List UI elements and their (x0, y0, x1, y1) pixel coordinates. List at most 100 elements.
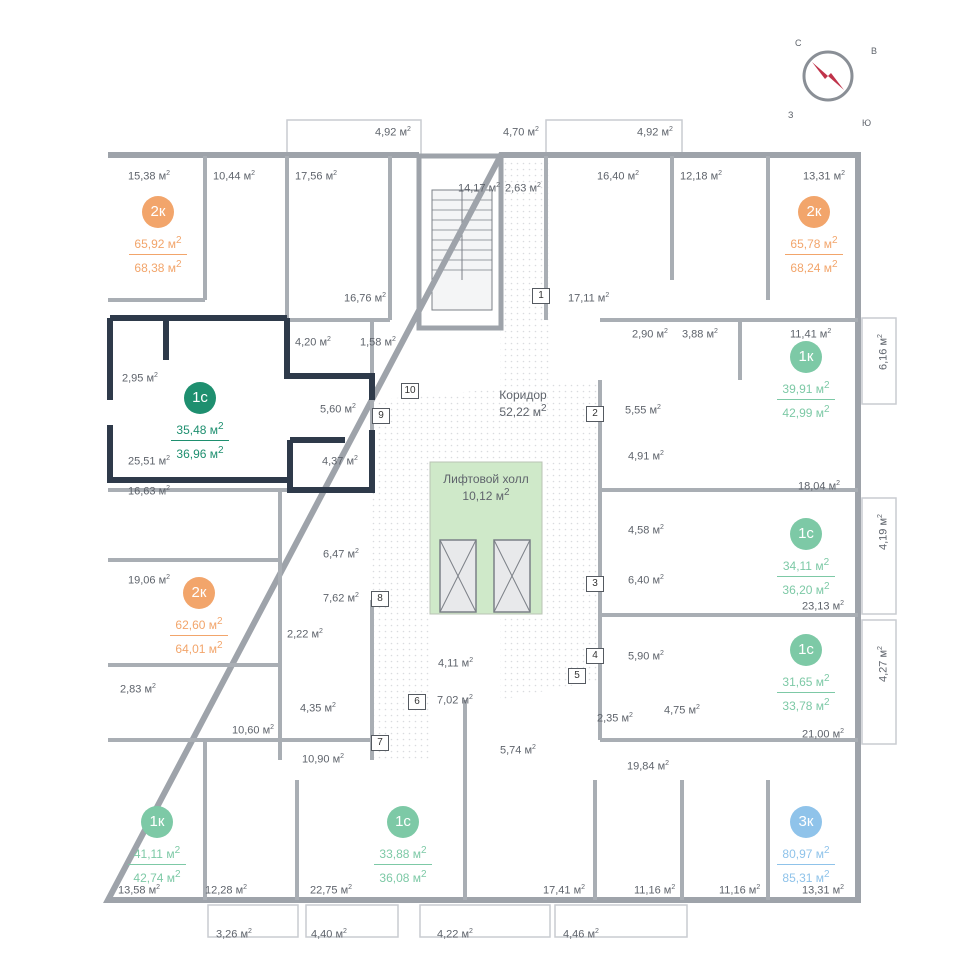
room-area-label: 10,60 м2 (232, 724, 275, 737)
room-area-label: 12,18 м2 (680, 170, 723, 183)
room-area-label: 5,55 м2 (625, 404, 661, 417)
apartment-badge[interactable]: 1с (184, 382, 216, 414)
room-area-label: 7,62 м2 (323, 592, 359, 605)
compass-east: В (871, 46, 878, 56)
compass-icon (802, 50, 854, 102)
room-area-label: 19,84 м2 (627, 760, 670, 773)
room-area-label: 18,04 м2 (798, 480, 841, 493)
stair-number-box: 7 (371, 735, 389, 751)
room-area-label: 12,28 м2 (205, 884, 248, 897)
room-area-label: 11,16 м2 (634, 884, 676, 897)
room-area-label: 14,17 м2 (458, 182, 501, 195)
room-area-label: 17,56 м2 (295, 170, 338, 183)
stair-number-box: 4 (586, 648, 604, 664)
room-area-label: 15,38 м2 (128, 170, 171, 183)
stair-number-box: 8 (371, 591, 389, 607)
room-area-label: 2,22 м2 (287, 628, 323, 641)
room-area-label: 16,63 м2 (128, 485, 171, 498)
compass-north: С (795, 38, 802, 48)
apartment-badge[interactable]: 2к (798, 196, 830, 228)
room-area-label: 4,40 м2 (311, 928, 347, 941)
room-area-label: 4,27 м2 (877, 646, 890, 682)
stair-number-box: 6 (408, 694, 426, 710)
room-area-label: 2,63 м2 (505, 182, 541, 195)
room-area-label: 5,60 м2 (320, 403, 356, 416)
room-area-label: 2,35 м2 (597, 712, 633, 725)
room-area-label: 17,11 м2 (568, 292, 610, 305)
compass-west: З (788, 110, 794, 120)
room-area-label: 3,26 м2 (216, 928, 252, 941)
room-area-label: 4,92 м2 (375, 126, 411, 139)
room-area-label: 10,44 м2 (213, 170, 256, 183)
corridor-area-value: 52,22 (499, 405, 530, 419)
room-area-label: 4,91 м2 (628, 450, 664, 463)
room-area-label: 13,31 м2 (803, 170, 846, 183)
apartment-badge[interactable]: 1к (790, 341, 822, 373)
room-area-label: 4,46 м2 (563, 928, 599, 941)
compass: С В Ю З (788, 38, 877, 128)
room-area-label: 5,74 м2 (500, 744, 536, 757)
room-area-label: 11,16 м2 (719, 884, 761, 897)
room-area-label: 17,41 м2 (543, 884, 586, 897)
room-area-label: 6,47 м2 (323, 548, 359, 561)
room-area-label: 2,95 м2 (122, 372, 158, 385)
compass-south: Ю (862, 118, 872, 128)
room-area-label: 13,31 м2 (802, 884, 845, 897)
room-area-label: 21,00 м2 (802, 728, 845, 741)
apartment-badge[interactable]: 1с (790, 518, 822, 550)
apartment-badge[interactable]: 1с (790, 634, 822, 666)
stair-number-box: 3 (586, 576, 604, 592)
room-area-label: 23,13 м2 (802, 600, 845, 613)
room-area-label: 4,58 м2 (628, 524, 664, 537)
apartment-badge[interactable]: 1с (387, 806, 419, 838)
room-area-label: 13,58 м2 (118, 884, 161, 897)
room-area-label: 4,35 м2 (300, 702, 336, 715)
stair-number-box: 10 (401, 383, 419, 399)
room-area-label: 4,11 м2 (438, 657, 474, 670)
room-area-label: 4,37 м2 (322, 455, 358, 468)
stair-number-box: 1 (532, 288, 550, 304)
room-area-label: 4,75 м2 (664, 704, 700, 717)
stair-number-box: 9 (372, 408, 390, 424)
room-area-label: 22,75 м2 (310, 884, 353, 897)
room-area-label: 2,90 м2 (632, 328, 668, 341)
stairwell (416, 153, 504, 331)
selected-apartment (107, 315, 375, 493)
room-area-label: 6,40 м2 (628, 574, 664, 587)
stair-number-box: 2 (586, 406, 604, 422)
room-area-label: 10,90 м2 (302, 753, 345, 766)
room-area-label: 1,58 м2 (360, 336, 396, 349)
room-area-label: 16,40 м2 (597, 170, 640, 183)
apartment-badge[interactable]: 1к (141, 806, 173, 838)
room-area-label: 5,90 м2 (628, 650, 664, 663)
room-area-label: 4,92 м2 (637, 126, 673, 139)
apartment-badge[interactable]: 2к (183, 577, 215, 609)
room-area-label: 11,41 м2 (790, 328, 832, 341)
room-area-label: 4,70 м2 (503, 126, 539, 139)
room-area-label: 19,06 м2 (128, 574, 171, 587)
lift-hall (429, 461, 543, 615)
lift-hall-area-value: 10,12 (462, 489, 493, 503)
room-area-label: 16,76 м2 (344, 292, 387, 305)
room-area-label: 4,19 м2 (877, 514, 890, 550)
stair-number-box: 5 (568, 668, 586, 684)
room-area-label: 3,88 м2 (682, 328, 718, 341)
apartment-badge[interactable]: 2к (142, 196, 174, 228)
corridor-title: Коридор (499, 388, 547, 402)
room-area-label: 2,83 м2 (120, 683, 156, 696)
interior-walls (108, 156, 858, 900)
room-area-label: 4,20 м2 (295, 336, 331, 349)
outer-walls (103, 152, 861, 903)
apartment-badge[interactable]: 3к (790, 806, 822, 838)
lift-hall-label: Лифтовой холл 10,12 м2 (430, 472, 542, 503)
